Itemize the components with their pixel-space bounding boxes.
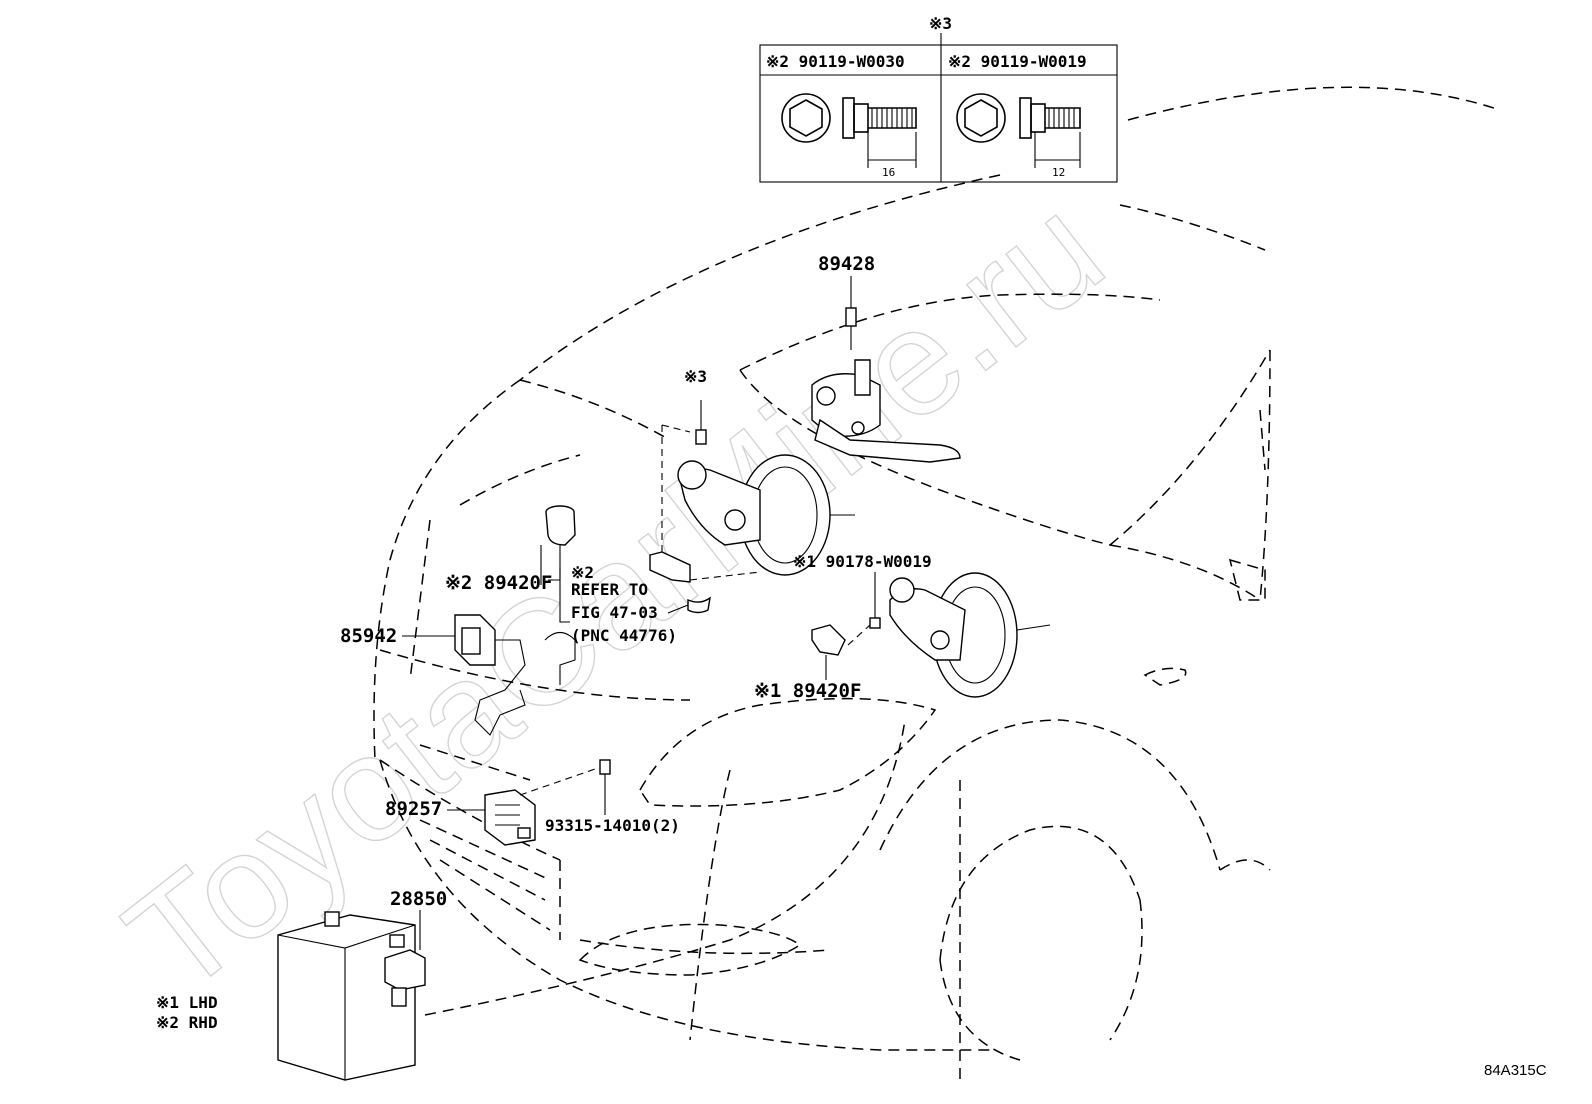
bracket-refer-icon <box>649 551 711 614</box>
bolt-table-mark: ※3 <box>929 14 952 33</box>
bolt-right-label: ※2 90119-W0019 <box>948 52 1087 71</box>
brake-booster-lower-icon <box>889 572 1051 698</box>
height-sensor-89428-icon <box>811 307 961 463</box>
refer-line-2: FIG 47-03 <box>571 603 658 622</box>
refer-mark: ※2 <box>571 563 594 582</box>
label-90178: ※1 90178-W0019 <box>793 552 932 571</box>
bolt-left-label: ※2 90119-W0030 <box>766 52 905 71</box>
label-89428: 89428 <box>818 253 875 275</box>
relay-85942-icon <box>454 614 576 736</box>
bolt-table-frame <box>759 44 1118 183</box>
legend-lhd: ※1 LHD <box>156 993 218 1012</box>
label-93315: 93315-14010(2) <box>545 816 680 835</box>
bolt-mark3-icon <box>695 400 707 445</box>
label-85942: 85942 <box>340 625 397 647</box>
nut-90178-icon <box>869 617 881 629</box>
battery-icon <box>277 911 416 1081</box>
refer-line-1: REFER TO <box>571 580 648 599</box>
diagram-code: 84A315C <box>1484 1062 1547 1079</box>
ecu-89257-icon <box>484 789 536 846</box>
battery-sensor-28850-icon <box>384 949 426 1007</box>
sensor-89420f-rhd-icon <box>545 505 576 580</box>
refer-line-3: (PNC 44776) <box>571 626 677 645</box>
bolt-93315-icon <box>599 759 611 775</box>
flange-bolt-right-icon: 12 <box>956 93 1081 179</box>
brake-booster-upper-icon <box>677 454 855 576</box>
label-89420f-lhd: ※1 89420F <box>754 680 861 702</box>
label-mark3: ※3 <box>684 367 707 386</box>
label-28850: 28850 <box>390 888 447 910</box>
bolt-left-length: 16 <box>882 166 895 179</box>
car-body-outline <box>373 86 1501 1080</box>
bolt-right-length: 12 <box>1052 166 1065 179</box>
bolt-table: ※3 ※2 90119-W0030 ※2 90119-W0019 16 <box>759 14 1118 183</box>
legend-rhd: ※2 RHD <box>156 1013 218 1032</box>
sensor-89420f-lhd-icon <box>811 624 846 656</box>
label-89420f-rhd: ※2 89420F <box>445 572 552 594</box>
flange-bolt-left-icon: 16 <box>781 93 917 179</box>
label-89257: 89257 <box>385 798 442 820</box>
